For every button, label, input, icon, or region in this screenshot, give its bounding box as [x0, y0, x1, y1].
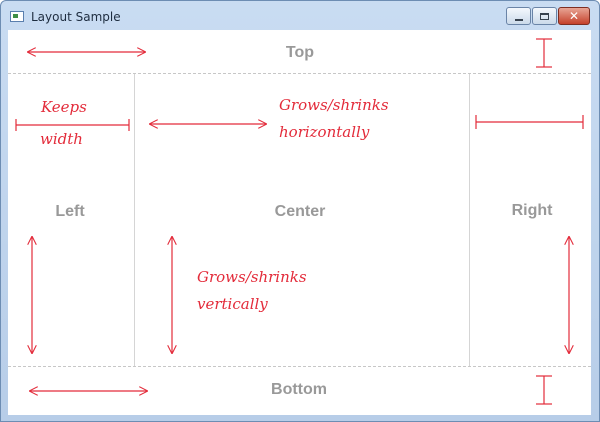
minimize-button[interactable]: [506, 7, 531, 25]
right-divider: [469, 74, 470, 366]
left-label: Left: [55, 203, 85, 220]
top-fixed-height-icon: [536, 38, 552, 68]
left-divider: [134, 74, 135, 366]
window-title: Layout Sample: [31, 10, 121, 24]
title-bar[interactable]: Layout Sample ✕: [1, 1, 599, 29]
right-label: Right: [511, 202, 553, 219]
bottom-label: Bottom: [271, 381, 327, 398]
bottom-divider: [8, 366, 591, 367]
keeps-width-line1: Keeps: [41, 98, 87, 116]
close-icon: ✕: [568, 9, 580, 23]
grows-horizontally-line1: Grows/shrinks: [279, 96, 389, 114]
grows-horizontally-line2: horizontally: [279, 123, 370, 141]
maximize-button[interactable]: [532, 7, 557, 25]
grows-vertically-line2: vertically: [197, 295, 268, 313]
left-fixed-width-icon: [15, 119, 130, 131]
right-fixed-width-icon: [475, 115, 584, 129]
annotation-arrows: [15, 38, 584, 405]
minimize-icon: [514, 18, 523, 21]
maximize-icon: [540, 12, 549, 20]
app-icon: [10, 11, 24, 22]
keeps-width-line2: width: [40, 130, 83, 148]
close-button[interactable]: ✕: [558, 7, 590, 25]
center-label: Center: [274, 203, 326, 220]
grows-vertically-line1: Grows/shrinks: [197, 268, 307, 286]
bottom-fixed-height-icon: [536, 375, 552, 405]
top-divider: [8, 73, 591, 74]
top-label: Top: [285, 44, 315, 61]
client-area: Top Left Center Right Bottom Keeps width…: [8, 30, 591, 415]
